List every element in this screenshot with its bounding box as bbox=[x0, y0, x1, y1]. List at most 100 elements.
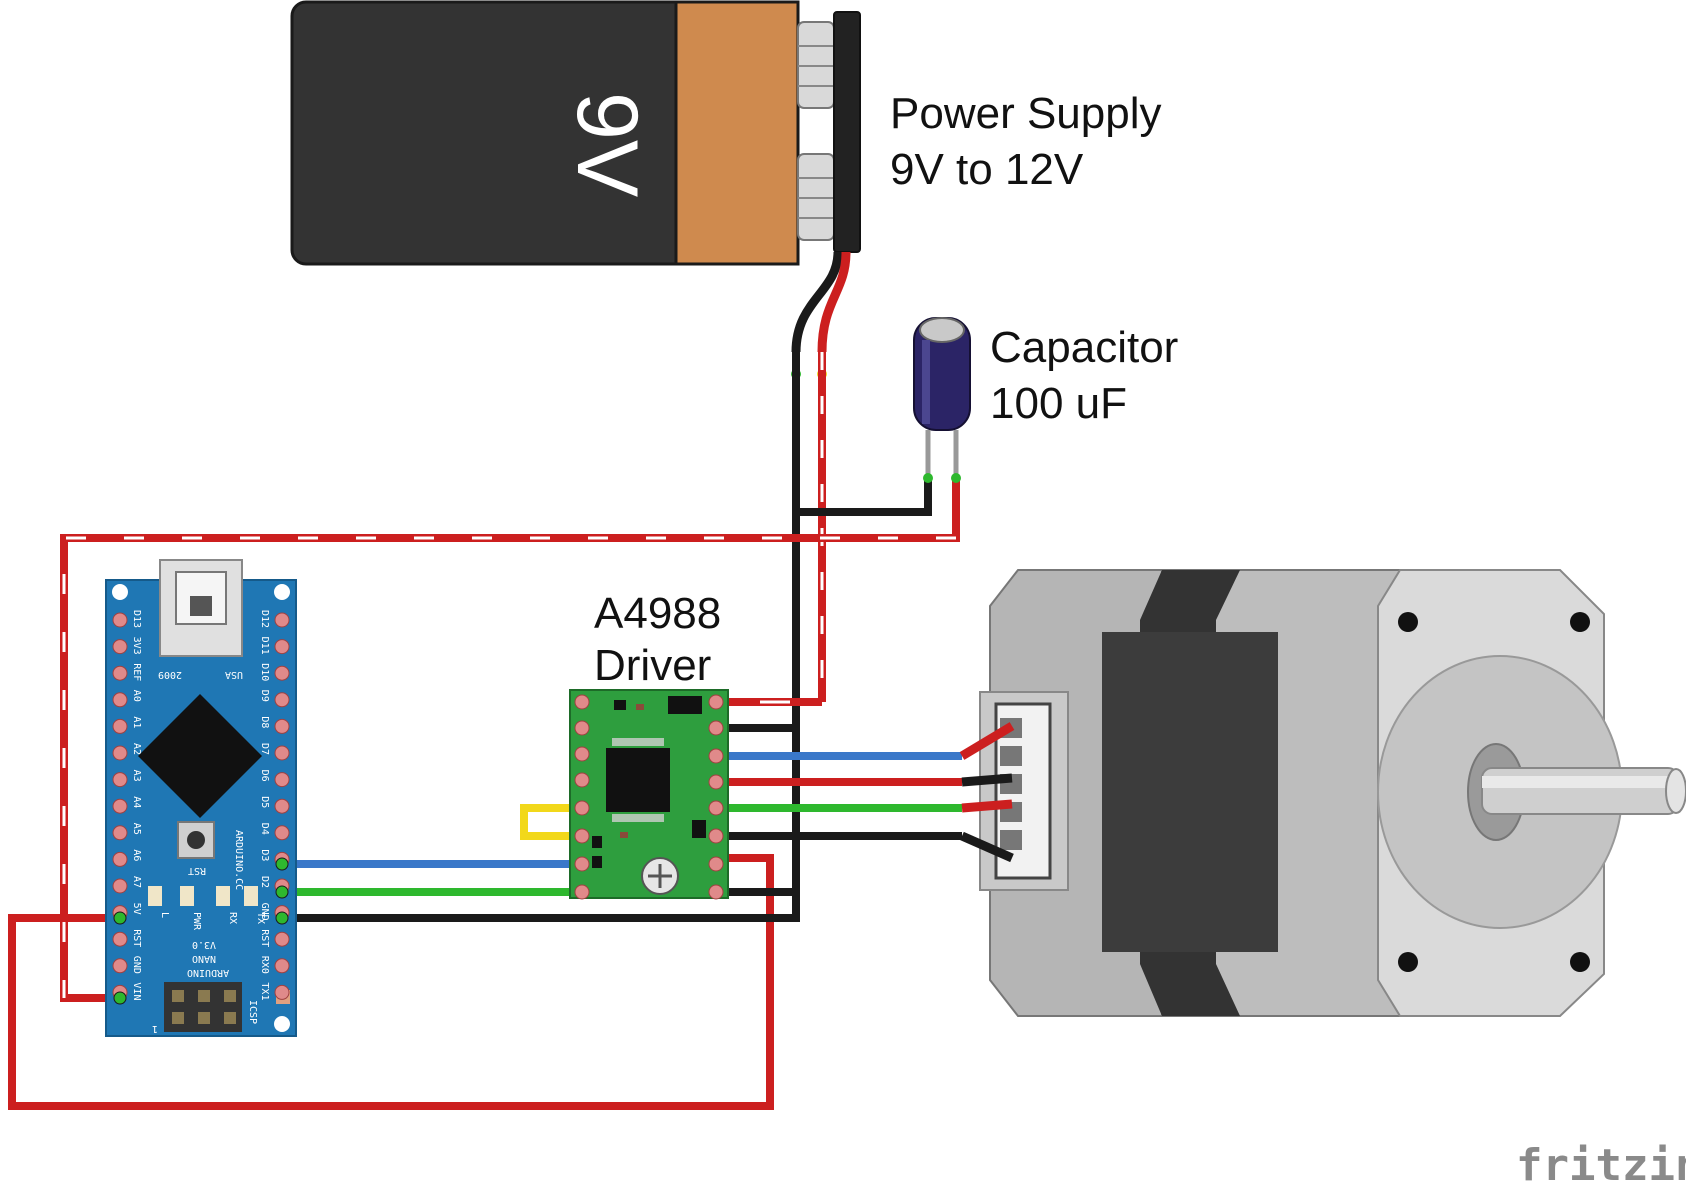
board-usb-text: USA bbox=[225, 669, 243, 680]
fritzing-watermark: fritzing bbox=[1516, 1140, 1686, 1186]
battery-terminal-bottom bbox=[797, 153, 835, 241]
reset-button[interactable] bbox=[177, 821, 215, 859]
led-label: TX bbox=[255, 912, 266, 924]
battery-voltage-label: 9V bbox=[559, 92, 655, 197]
driver-pins-left bbox=[574, 694, 590, 900]
reset-label: RST bbox=[188, 865, 206, 876]
power-supply-label: Power Supply 9V to 12V bbox=[890, 89, 1161, 194]
pin-label-right: D12 bbox=[259, 610, 270, 628]
pin-label-right: D6 bbox=[259, 770, 270, 782]
pin-right-d5 bbox=[274, 798, 290, 814]
pin-left-rst bbox=[112, 931, 128, 947]
driver-line1: A4988 bbox=[594, 589, 721, 638]
pin-label-left: D13 bbox=[131, 610, 142, 628]
pin-left-a1 bbox=[112, 718, 128, 734]
pin-left-a6 bbox=[112, 851, 128, 867]
pin-label-right: RST bbox=[259, 929, 270, 947]
led-label: L bbox=[159, 912, 170, 918]
power-supply-line1: Power Supply bbox=[890, 89, 1161, 138]
capacitor bbox=[913, 317, 971, 478]
board-year-text: 2009 bbox=[158, 669, 182, 680]
pin-left-a5 bbox=[112, 825, 128, 841]
battery-9v: 9V bbox=[290, 0, 861, 266]
stepper-motor bbox=[959, 569, 1686, 1017]
pin-label-right: D11 bbox=[259, 637, 270, 655]
pin-left-gnd bbox=[112, 958, 128, 974]
pin-right-d8 bbox=[274, 718, 290, 734]
power-supply-line2: 9V to 12V bbox=[890, 145, 1084, 194]
wire-5v-loop bbox=[8, 854, 774, 1110]
microcontroller-chip bbox=[138, 694, 262, 818]
pin-label-right: GND bbox=[259, 903, 270, 921]
pin-label-right: D5 bbox=[259, 796, 270, 808]
pin-right-d9 bbox=[274, 692, 290, 708]
pin-right-d12 bbox=[274, 612, 290, 628]
pin-label-left: A3 bbox=[131, 770, 142, 782]
pin-label-right: D4 bbox=[259, 823, 270, 835]
led-labels: L PWR RX TX bbox=[159, 912, 266, 931]
pin-left-ref bbox=[112, 665, 128, 681]
driver-label: A4988 Driver bbox=[594, 589, 721, 690]
capacitor-line1: Capacitor bbox=[990, 323, 1178, 372]
icsp-header bbox=[164, 982, 242, 1032]
led-label: RX bbox=[227, 912, 238, 924]
pin-right-d6 bbox=[274, 772, 290, 788]
pin-left-a0 bbox=[112, 692, 128, 708]
pin-left-a7 bbox=[112, 878, 128, 894]
pin-right-tx1 bbox=[274, 984, 290, 1000]
pin-right-d4 bbox=[274, 825, 290, 841]
usb-connector bbox=[159, 559, 243, 657]
pin-label-right: D7 bbox=[259, 743, 270, 755]
battery-terminal-top bbox=[797, 21, 835, 109]
arduino-pins-right bbox=[274, 612, 290, 1000]
led-label: PWR bbox=[191, 912, 202, 931]
pin-label-right: TX1 bbox=[259, 982, 270, 1000]
driver-pins-right bbox=[708, 694, 724, 900]
pin-left-a4 bbox=[112, 798, 128, 814]
pin-label-left: A2 bbox=[131, 743, 142, 755]
pin-label-right: D2 bbox=[259, 876, 270, 888]
pin-left-a2 bbox=[112, 745, 128, 761]
pin-label-right: D3 bbox=[259, 849, 270, 861]
pin-label-left: A0 bbox=[131, 690, 142, 702]
pin-label-left: 3V3 bbox=[131, 637, 142, 655]
pin-label-left: A4 bbox=[131, 796, 142, 808]
board-name-line3: V3.0 bbox=[192, 939, 216, 950]
pin-label-left: A6 bbox=[131, 849, 142, 861]
driver-chip bbox=[606, 748, 670, 812]
capacitor-line2: 100 uF bbox=[990, 379, 1127, 428]
pin-label-right: D10 bbox=[259, 663, 270, 681]
pin-label-left: RST bbox=[131, 929, 142, 947]
pin-label-right: D9 bbox=[259, 690, 270, 702]
pin-label-left: REF bbox=[131, 663, 142, 681]
pin-left-d13 bbox=[112, 612, 128, 628]
power-wires bbox=[8, 352, 960, 1110]
motor-wires bbox=[716, 752, 962, 840]
capacitor-label: Capacitor 100 uF bbox=[990, 323, 1178, 428]
pin-label-left: A1 bbox=[131, 716, 142, 728]
pin-label-left: A5 bbox=[131, 823, 142, 835]
pin-label-left: 5V bbox=[131, 903, 142, 915]
pin-right-d7 bbox=[274, 745, 290, 761]
board-website: ARDUINO.CC bbox=[233, 830, 244, 890]
pin-label-right: RX0 bbox=[259, 956, 270, 974]
wire-cap-positive bbox=[60, 478, 960, 1002]
pin-left-a3 bbox=[112, 772, 128, 788]
pin1-label: 1 bbox=[152, 1023, 158, 1034]
driver-line2: Driver bbox=[594, 641, 711, 690]
arduino-pins-left bbox=[112, 612, 128, 1000]
board-text: ARDUINO NANO V3.0 USA 2009 ARDUINO.CC RS… bbox=[152, 669, 258, 1034]
pin-right-d10 bbox=[274, 665, 290, 681]
pin-right-rx0 bbox=[274, 958, 290, 974]
pin-right-d11 bbox=[274, 639, 290, 655]
board-leds bbox=[148, 886, 258, 906]
wire-jumper-yellow bbox=[520, 804, 582, 840]
pin-right-rst bbox=[274, 931, 290, 947]
pin-left-3v3 bbox=[112, 639, 128, 655]
pin-label-left: VIN bbox=[131, 982, 142, 1000]
pin-label-right: D8 bbox=[259, 716, 270, 728]
pin-label-left: GND bbox=[131, 956, 142, 974]
